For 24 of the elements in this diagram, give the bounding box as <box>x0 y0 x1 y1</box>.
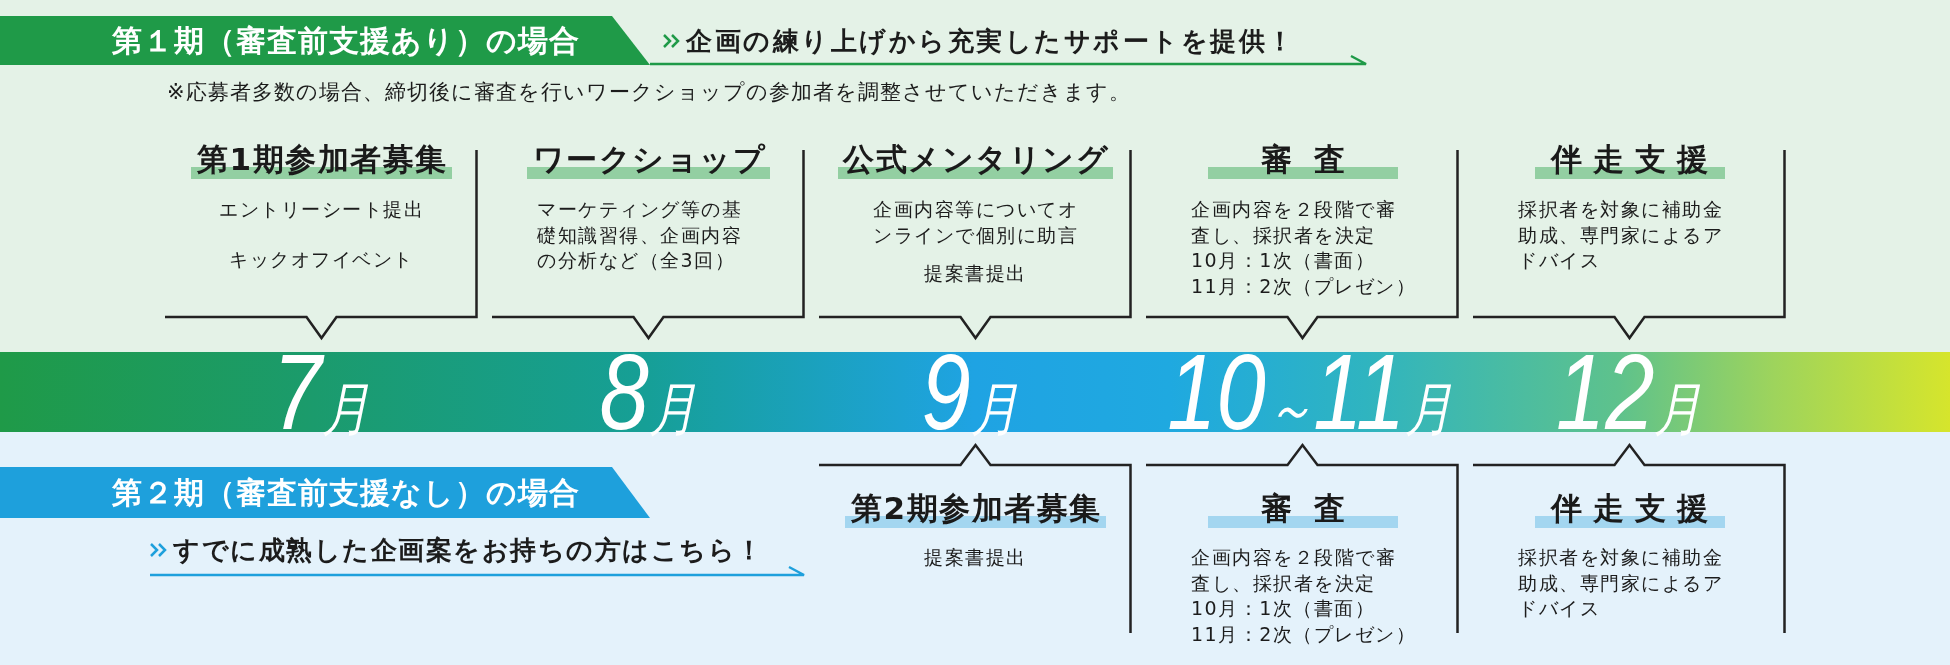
card-text: 10月：1次（書面） <box>1191 596 1376 621</box>
card-text: 提案書提出 <box>923 261 1028 286</box>
section-banner: 第１期（審査前支援あり）の場合 <box>0 16 650 65</box>
card-text: 10月：1次（書面） <box>1191 248 1376 273</box>
card-text: エントリーシート提出 <box>218 197 425 222</box>
month-label: 9月 <box>920 347 1020 438</box>
section-banner: 第２期（審査前支援なし）の場合 <box>0 467 650 518</box>
card-text: キックオフイベント <box>228 246 415 272</box>
card-text: 企画内容等についてオンラインで個別に助言 <box>872 197 1079 248</box>
month-label: 10～11月 <box>1166 347 1454 438</box>
card-text: 企画内容を２段階で審査し、採択者を決定 <box>1191 545 1397 596</box>
card-text: 採択者を対象に補助金助成、専門家によるアドバイス <box>1518 197 1724 273</box>
tagline-text: すでに成熟した企画案をお持ちの方はこちら！ <box>173 536 764 564</box>
month-label: 8月 <box>598 347 698 438</box>
card-text: 11月：2次（プレゼン） <box>1191 621 1417 647</box>
month-label: 12月 <box>1554 347 1704 438</box>
tagline-text: 企画の練り上げから充実したサポートを提供！ <box>686 27 1296 55</box>
card-text: マーケティング等の基礎知識習得、企画内容の分析など（全3回） <box>537 197 743 273</box>
month-label: 7月 <box>271 347 371 438</box>
card-text: 11月：2次（プレゼン） <box>1191 273 1417 299</box>
card-text: 企画内容を２段階で審査し、採択者を決定 <box>1191 197 1397 248</box>
note-text: ※応募者多数の場合、締切後に審査を行いワークショップの参加者を調整させていただきます。 <box>167 79 1131 106</box>
card-text: 提案書提出 <box>923 545 1028 570</box>
card-text: 採択者を対象に補助金助成、専門家によるアドバイス <box>1518 545 1724 621</box>
